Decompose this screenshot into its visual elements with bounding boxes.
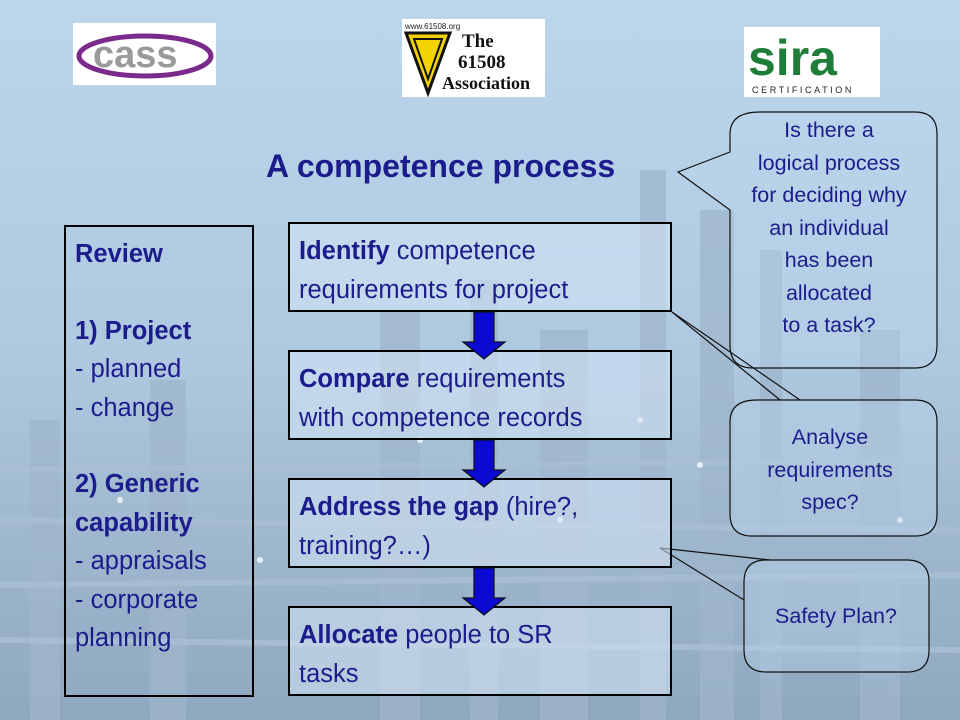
generic-heading-cont: capability	[75, 508, 193, 537]
sira-logo-text: sira	[748, 30, 838, 86]
callout-line: spec?	[801, 490, 859, 514]
callout-line: for deciding why	[751, 183, 907, 207]
project-item: - change	[75, 393, 175, 422]
step-keyword: Compare	[299, 365, 410, 393]
step-keyword: Address the gap	[299, 493, 499, 521]
arrow-down-icon	[461, 567, 507, 616]
callout-line: an individual	[769, 215, 889, 240]
association-logo: www.61508.org The 61508 Association	[402, 19, 545, 98]
association-url: www.61508.org	[404, 22, 460, 31]
cass-logo-mark: cass	[76, 33, 214, 79]
step-text-line2: with competence records	[299, 403, 583, 432]
arrow-down-icon	[461, 439, 507, 488]
generic-item: planning	[75, 624, 172, 652]
review-panel: Review 1) Project - planned - change 2) …	[64, 225, 254, 697]
step-text: competence	[389, 237, 536, 265]
callout-line: Is there a	[784, 118, 874, 142]
callout-line: requirements	[767, 457, 893, 482]
sira-logo-subtitle: CERTIFICATION	[752, 85, 854, 95]
callout-line: has been	[784, 248, 874, 272]
step-text: requirements	[409, 365, 566, 393]
step-text-line2: tasks	[299, 659, 359, 688]
association-logo-mark: www.61508.org The 61508 Association	[403, 22, 530, 98]
callout-line: Analyse	[791, 425, 869, 449]
step-text-line2: training?…)	[299, 531, 431, 560]
safety-callout-text: Safety Plan?	[748, 600, 924, 633]
review-heading: Review	[75, 240, 163, 268]
arrow-down-icon	[461, 311, 507, 360]
step-identify: Identify competence requirements for pro…	[288, 222, 672, 312]
association-line-2: 61508	[458, 52, 506, 73]
generic-item: - appraisals	[75, 547, 207, 575]
step-text-line2: requirements for project	[299, 275, 569, 304]
step-keyword: Identify	[299, 237, 390, 265]
step-text: people to SR	[398, 621, 553, 649]
step-address-gap: Address the gap (hire?, training?…)	[288, 478, 672, 568]
project-heading: 1) Project	[75, 316, 192, 345]
generic-item: - corporate	[75, 585, 199, 614]
callout-line: Safety Plan?	[775, 604, 897, 628]
cass-logo-text: cass	[93, 34, 178, 76]
step-text: (hire?,	[498, 493, 579, 521]
cass-logo: cass	[73, 23, 216, 85]
slide-title: A competence process	[266, 148, 616, 184]
association-line-3: Association	[442, 73, 530, 93]
association-line-1: The	[462, 31, 494, 52]
callout-line: allocated	[785, 280, 873, 305]
sira-logo-mark: sira CERTIFICATION	[748, 30, 854, 95]
step-keyword: Allocate	[299, 621, 399, 649]
analyse-callout-text: Analyse requirements spec?	[730, 421, 930, 519]
safety-callout-bubble	[743, 559, 930, 673]
sira-logo: sira CERTIFICATION	[744, 27, 880, 97]
step-allocate: Allocate people to SR tasks	[288, 606, 672, 696]
callout-line: logical process	[757, 150, 901, 175]
generic-heading: 2) Generic	[75, 470, 200, 498]
project-item: - planned	[75, 355, 182, 383]
analyse-callout-bubble	[729, 399, 938, 537]
callout-line: to a task?	[782, 313, 876, 337]
process-callout-text: Is there a logical process for deciding …	[730, 114, 928, 342]
step-compare: Compare requirements with competence rec…	[288, 350, 672, 440]
